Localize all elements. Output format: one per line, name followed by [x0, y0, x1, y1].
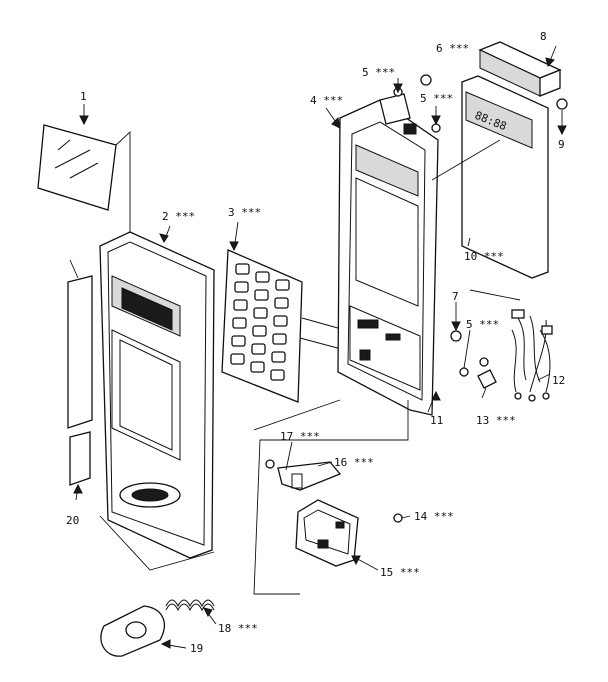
callout-19: 20 — [66, 514, 79, 527]
part-4-control-bracket — [337, 93, 439, 416]
part-9-display-board: 88:88 — [461, 75, 549, 279]
callout-5b: 5 *** — [420, 92, 453, 105]
keypad-key — [271, 351, 286, 363]
keypad-key — [250, 361, 265, 373]
callout-3: 3 *** — [228, 206, 261, 219]
keypad-key — [252, 325, 267, 337]
callout-1: 1 — [80, 90, 87, 103]
keypad-key — [234, 281, 249, 293]
callout-8: 9 — [558, 138, 565, 151]
callout-6b: 7 — [452, 290, 459, 303]
callout-5c: 5 *** — [466, 318, 499, 331]
callout-12: 13 *** — [476, 414, 516, 427]
callout-15: 16 *** — [334, 456, 374, 469]
keypad-key — [233, 299, 248, 311]
callout-17: 18 *** — [218, 622, 258, 635]
keypad-key — [253, 307, 268, 319]
part-18-button — [100, 605, 165, 657]
part-17-spring — [165, 599, 215, 612]
assembly-lines — [99, 130, 521, 595]
arrowheads — [73, 57, 567, 649]
part-7-block — [478, 41, 562, 97]
part-14-latch-holder — [295, 499, 359, 567]
part-3-keypad — [221, 249, 346, 403]
keypad-key — [273, 315, 288, 327]
callout-9: 10 *** — [464, 250, 504, 263]
keypad-key — [251, 343, 266, 355]
callout-18: 19 — [190, 642, 203, 655]
callout-2: 2 *** — [162, 210, 195, 223]
part-12-connector — [477, 369, 497, 389]
keypad-key — [254, 289, 269, 301]
callout-4: 4 *** — [310, 94, 343, 107]
callout-11: 12 — [552, 374, 565, 387]
callout-5a: 5 *** — [362, 66, 395, 79]
keypad-key — [231, 335, 246, 347]
callout-14: 15 *** — [380, 566, 420, 579]
part-2-control-frame — [99, 231, 215, 559]
keypad-key — [270, 369, 285, 381]
callout-6a: 6 *** — [436, 42, 469, 55]
keypad-key — [255, 271, 270, 283]
keypad-key — [235, 263, 250, 275]
keypad-key — [274, 297, 289, 309]
part-11-wire-harness — [511, 309, 553, 402]
keypad-key — [272, 333, 287, 345]
part-1-window — [37, 124, 117, 211]
callout-16: 17 *** — [280, 430, 320, 443]
part-15-latch-lever — [277, 461, 342, 491]
part-19-strip — [69, 431, 91, 486]
keypad-key — [275, 279, 290, 291]
callout-7: 8 — [540, 30, 547, 43]
callout-10: 11 — [430, 414, 443, 427]
callout-labels: 1 2 *** 3 *** 4 *** 5 *** 6 *** 5 *** 8 … — [66, 30, 565, 655]
keypad-key — [232, 317, 247, 329]
keypad-key — [230, 353, 245, 365]
callout-13: 14 *** — [414, 510, 454, 523]
part-20-strip — [67, 275, 93, 429]
